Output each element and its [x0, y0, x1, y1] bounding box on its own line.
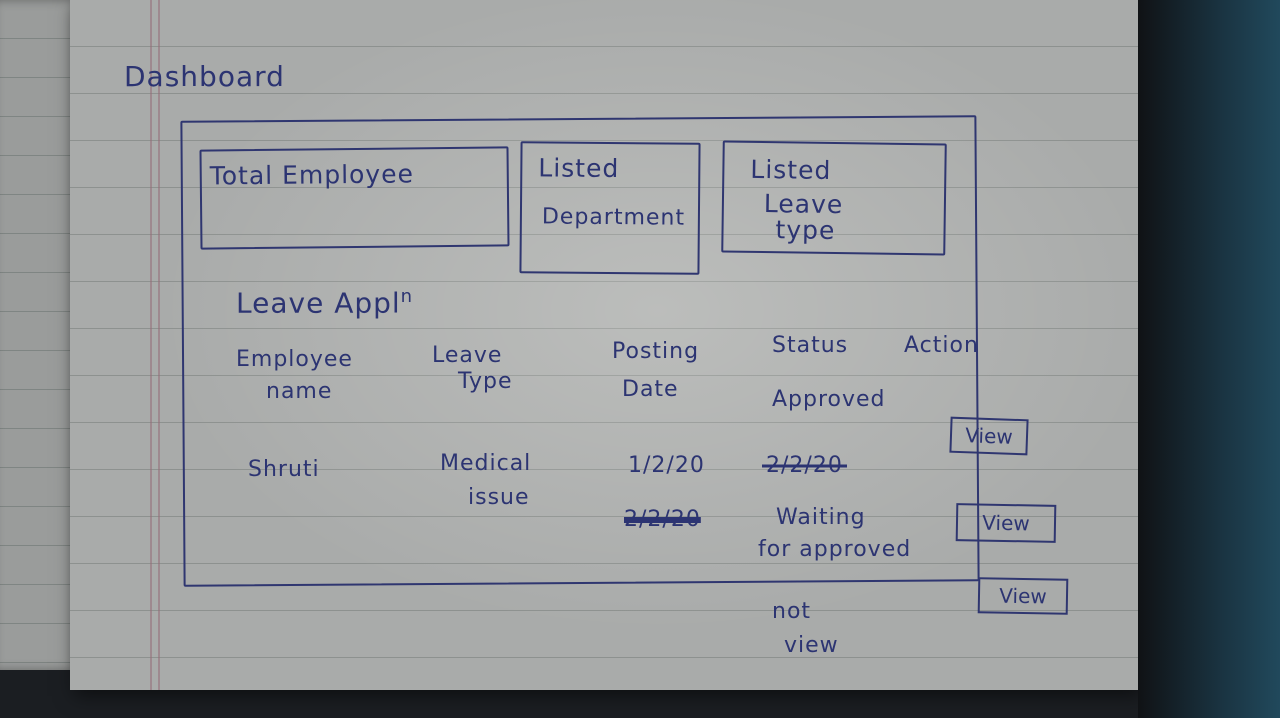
column-header-employee: name — [266, 379, 333, 404]
card-listed-leave-type[interactable]: Listed Leave type — [721, 140, 947, 256]
footnote: not — [772, 599, 812, 624]
status-waiting: for approved — [758, 537, 912, 562]
column-header-employee: Employee — [236, 347, 353, 372]
view-button[interactable]: View — [977, 577, 1069, 615]
section-heading-text: Leave Appl — [236, 286, 401, 320]
notebook-left-page — [0, 0, 80, 670]
column-header-action: Action — [904, 333, 979, 358]
struck-date-text: 2/2/20 — [766, 453, 843, 478]
column-header-leave-type: Type — [458, 369, 513, 394]
view-button[interactable]: View — [949, 416, 1029, 456]
card-label: Listed — [750, 154, 832, 185]
struck-date: 2/2/20 — [766, 454, 843, 477]
card-label: Department — [541, 204, 686, 231]
page-title: Dashboard — [124, 60, 285, 93]
scribbled-date-text: 2/2/20 — [624, 507, 701, 532]
view-button[interactable]: View — [955, 503, 1057, 543]
card-listed-department[interactable]: Listed Department — [519, 141, 701, 275]
card-label: Total Employee — [209, 159, 415, 191]
background-edge — [1138, 0, 1280, 718]
notebook-page — [70, 0, 1138, 690]
footnote: view — [784, 633, 839, 658]
margin-line — [150, 0, 152, 690]
margin-line — [158, 0, 160, 690]
status-waiting: Waiting — [776, 505, 866, 530]
card-label: type — [775, 215, 836, 246]
employee-name: Shruti — [248, 457, 320, 482]
card-label: Listed — [538, 153, 620, 184]
column-header-posting-date: Posting — [612, 339, 700, 364]
column-header-leave-type: Leave — [432, 343, 503, 368]
leave-type: issue — [468, 485, 530, 510]
column-header-status: Status — [772, 333, 849, 358]
column-header-posting-date: Date — [622, 377, 679, 402]
section-heading-superscript: n — [400, 286, 414, 307]
leave-type: Medical — [440, 451, 532, 476]
posting-date: 1/2/20 — [628, 453, 705, 478]
status-approved: Approved — [772, 387, 886, 412]
card-total-employee[interactable]: Total Employee — [199, 146, 510, 250]
scribbled-date: 2/2/20 — [624, 508, 701, 531]
section-heading: Leave Appln — [236, 286, 414, 320]
